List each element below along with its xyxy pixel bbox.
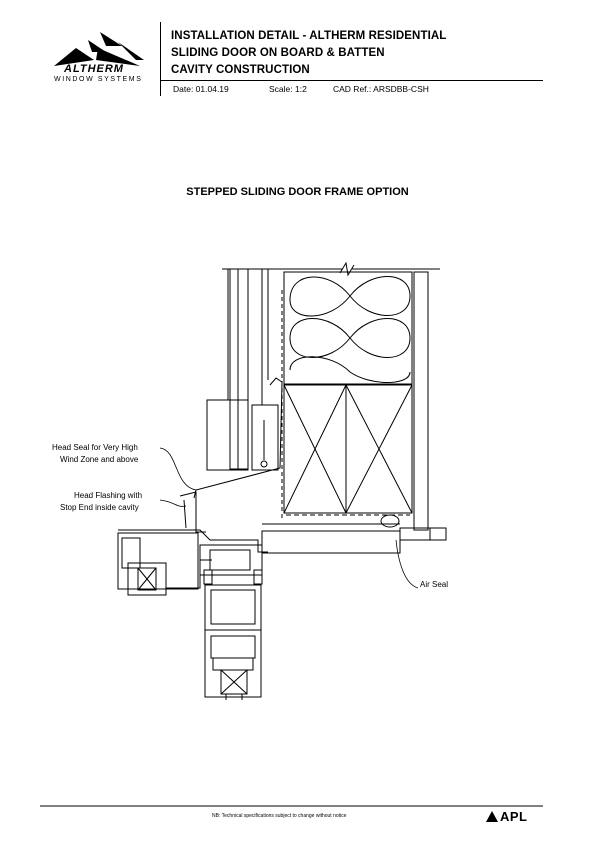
- cad-ref-text: CAD Ref.: ARSDBB-CSH: [333, 84, 429, 94]
- title-line-3: CAVITY CONSTRUCTION: [171, 64, 310, 76]
- logo-brand-text: ALTHERM: [64, 63, 124, 75]
- interior-lining: [399, 271, 447, 541]
- logo-sub-text: WINDOW SYSTEMS: [54, 76, 143, 83]
- title-line-2: SLIDING DOOR ON BOARD & BATTEN: [171, 47, 385, 59]
- altherm-logo-icon: [54, 32, 144, 66]
- label-head-seal-line2: Wind Zone and above: [60, 455, 139, 464]
- apl-logo-icon: [486, 811, 498, 822]
- cladding: [206, 268, 269, 471]
- wall-top-break: [222, 261, 440, 277]
- head-board: [261, 514, 401, 554]
- brand-logo: ALTHERM WINDOW SYSTEMS: [40, 28, 160, 90]
- leader-lines: [159, 447, 419, 589]
- header-vertical-rule: [160, 22, 161, 96]
- insulation: [283, 271, 413, 385]
- footer-brand-text: APL: [500, 809, 528, 824]
- door-sash: [204, 584, 262, 700]
- footer-brand: APL: [486, 809, 528, 824]
- label-head-seal-line1: Head Seal for Very High: [52, 443, 138, 452]
- lintel-framing: [283, 384, 413, 516]
- label-air-seal: Air Seal: [420, 580, 449, 589]
- date-text: Date: 01.04.19: [173, 84, 229, 94]
- title-line-1: INSTALLATION DETAIL - ALTHERM RESIDENTIA…: [171, 30, 447, 42]
- scale-text: Scale: 1:2: [269, 84, 307, 94]
- label-head-flashing-line1: Head Flashing with: [74, 491, 143, 500]
- door-head-frame: [117, 529, 268, 596]
- head-flashing: [179, 377, 283, 533]
- footer-note: NB: Technical specifications subject to …: [212, 813, 347, 819]
- drawing-heading: STEPPED SLIDING DOOR FRAME OPTION: [186, 186, 409, 198]
- header-horizontal-rule: [160, 80, 543, 81]
- label-head-flashing-line2: Stop End inside cavity: [60, 503, 139, 512]
